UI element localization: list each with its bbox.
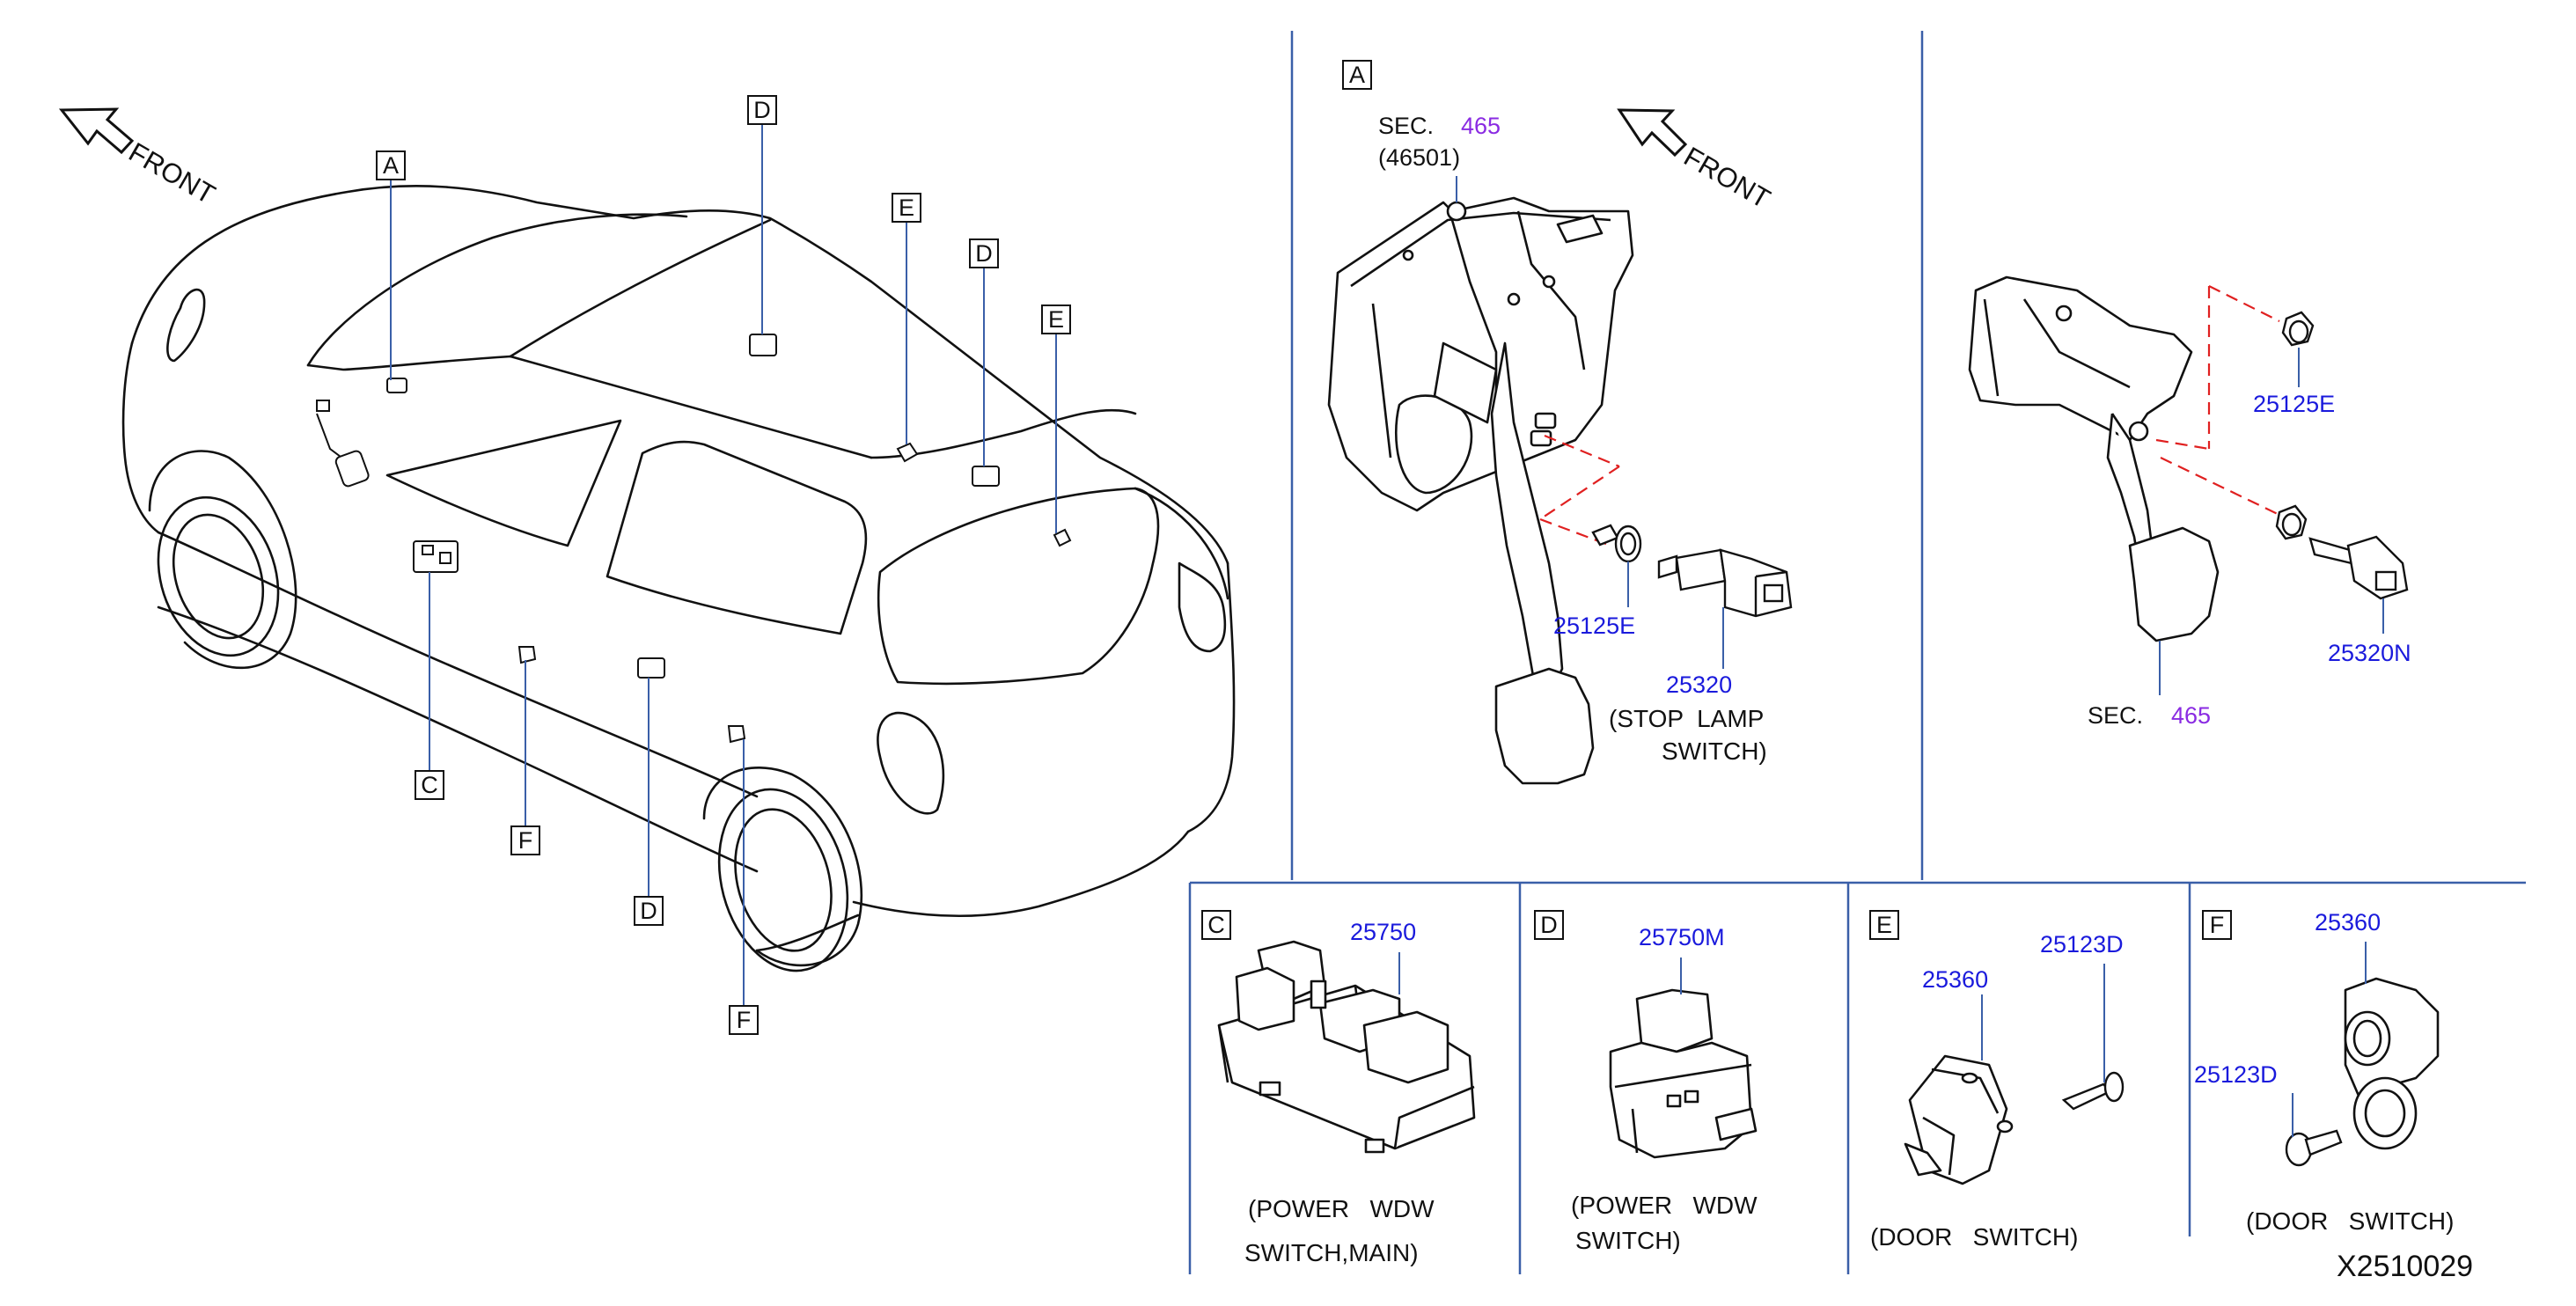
panel-c-letter: C: [1201, 910, 1231, 940]
power-window-main-switch: [1217, 940, 1476, 1154]
panel-f-letter: F: [2202, 910, 2232, 940]
panel-e-letter: E: [1869, 910, 1899, 940]
panel-f-part-screw: 25123D: [2194, 1061, 2278, 1088]
panel-e-caption: (DOOR SWITCH): [1870, 1223, 2079, 1251]
right-part-25320n: 25320N: [2328, 640, 2411, 666]
callout-e-right: E: [1041, 304, 1071, 334]
grommet-25125e-a: [1591, 524, 1642, 563]
front-arrow-icon: [58, 107, 135, 155]
panel-c-caption-line2: SWITCH,MAIN): [1244, 1239, 1419, 1266]
panel-f-caption: (DOOR SWITCH): [2246, 1207, 2455, 1235]
panel-a-leader-lines: [1456, 176, 1724, 669]
panel-c-part: 25750: [1350, 919, 1417, 945]
panel-f-part-switch: 25360: [2315, 909, 2382, 935]
overview-leader-lines: [390, 125, 1057, 1005]
pedal-assembly-a: [1327, 196, 1634, 785]
stop-lamp-switch-25320: [1657, 548, 1793, 618]
front-arrow-icon-a: [1617, 108, 1688, 158]
panel-d-caption-line1: (POWER WDW: [1571, 1192, 1758, 1219]
panel-e-leader: [1981, 964, 2105, 1082]
panel-f-leader: [2292, 942, 2367, 1137]
screw-25123d-f: [2285, 1129, 2343, 1167]
diagram-reference: X2510029: [2337, 1250, 2474, 1283]
callout-d-top: D: [747, 95, 777, 125]
power-window-switch: [1609, 988, 1758, 1159]
panel-dividers: [1188, 31, 2526, 1274]
switch-25320n: [2308, 535, 2409, 600]
door-switch-f: [2344, 977, 2440, 1150]
panel-a-letter: A: [1342, 60, 1372, 90]
callout-c: C: [415, 770, 444, 800]
panel-d-part: 25750M: [1639, 924, 1725, 950]
car-component-icons: [316, 334, 1072, 744]
door-switch-e: [1904, 1054, 2014, 1185]
callout-d-bottom: D: [634, 896, 664, 926]
panel-a-sec-label: SEC.: [1378, 113, 1435, 139]
panel-a-sec-number: 465: [1461, 113, 1501, 139]
panel-a-part-25125e: 25125E: [1553, 613, 1636, 639]
callout-f-left: F: [510, 825, 540, 855]
panel-e-part-switch: 25360: [1922, 966, 1989, 993]
callout-f-bottom: F: [729, 1005, 759, 1035]
right-hidden-lines: [2155, 285, 2280, 516]
pedal-assembly-right: [1968, 275, 2220, 642]
right-part-25125e: 25125E: [2253, 391, 2336, 417]
panel-d-caption-line2: SWITCH): [1575, 1227, 1681, 1254]
grommet-25125e-right: [2275, 311, 2315, 540]
right-sec-label: SEC.: [2088, 702, 2144, 729]
callout-a: A: [376, 150, 406, 180]
callout-e-left: E: [892, 193, 921, 223]
stop-lamp-caption-line1: (STOP LAMP: [1609, 705, 1765, 732]
screw-25123d-e: [2061, 1071, 2125, 1111]
panel-c-caption-line1: (POWER WDW: [1248, 1195, 1435, 1222]
panel-a-part-25320: 25320: [1666, 671, 1733, 698]
callout-d-mid: D: [969, 238, 999, 268]
right-sec-number: 465: [2171, 702, 2212, 729]
vehicle-outline: [121, 185, 1236, 972]
panel-a-sec-ref: (46501): [1378, 144, 1461, 171]
panel-d-letter: D: [1534, 910, 1564, 940]
stop-lamp-caption-line2: SWITCH): [1662, 737, 1767, 765]
panel-e-part-screw: 25123D: [2040, 931, 2124, 957]
panel-right-leader-lines: [2159, 348, 2384, 695]
